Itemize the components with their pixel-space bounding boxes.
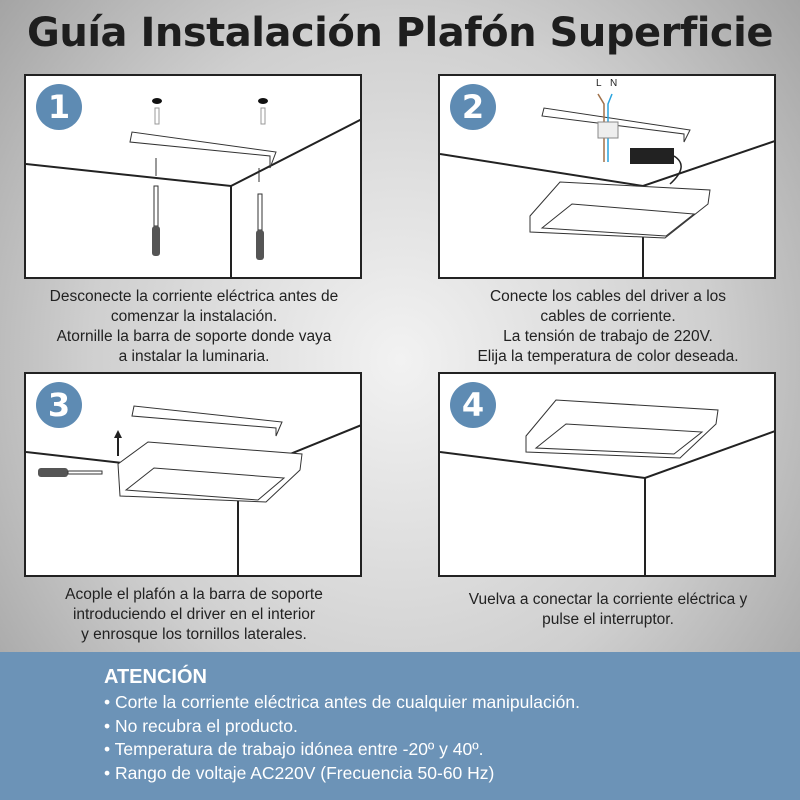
step-1-illustration: 1 <box>24 74 362 279</box>
caption-line: Atornille la barra de soporte donde vaya <box>56 328 332 345</box>
step-3-illustration: 3 <box>24 372 362 577</box>
wiring-drawing <box>440 93 774 277</box>
attention-item: • Rango de voltaje AC220V (Frecuencia 50… <box>104 762 495 783</box>
caption-line: Vuelva a conectar la corriente eléctrica… <box>468 591 748 608</box>
mounting-drawing <box>26 405 360 575</box>
caption-line: La tensión de trabajo de 220V. <box>503 328 713 345</box>
step-number: 1 <box>36 84 82 130</box>
caption-line: Conecte los cables del driver a los <box>489 288 727 305</box>
caption-line: Elija la temperatura de color deseada. <box>477 348 739 365</box>
page-title: Guía Instalación Plafón Superficie <box>27 10 773 56</box>
attention-item: • Corte la corriente eléctrica antes de … <box>104 692 580 712</box>
caption-line: Acople el plafón a la barra de soporte <box>65 586 323 603</box>
attention-heading: ATENCIÓN <box>104 666 207 688</box>
caption-line: pulse el interruptor. <box>542 611 674 628</box>
caption-line: y enrosque los tornillos laterales. <box>81 626 307 643</box>
attention-item: • No recubra el producto. <box>104 715 298 736</box>
caption-line: introduciendo el driver en el interior <box>72 606 316 623</box>
wire-label-n: N <box>610 78 618 89</box>
step-2-caption: Conecte los cables del driver a los cabl… <box>418 287 798 367</box>
step-number: 3 <box>36 382 82 428</box>
step-2-illustration: 2 L N <box>438 74 776 279</box>
installed-lamp-drawing <box>440 399 774 575</box>
step-number: 4 <box>450 382 496 428</box>
step-3-caption: Acople el plafón a la barra de soporte i… <box>4 585 384 645</box>
step-4-caption: Vuelva a conectar la corriente eléctrica… <box>418 590 798 630</box>
caption-line: Desconecte la corriente eléctrica antes … <box>49 288 339 305</box>
wire-label-l: L <box>596 78 602 89</box>
caption-line: a instalar la luminaria. <box>118 348 270 365</box>
step-4-illustration: 4 <box>438 372 776 577</box>
ceiling-screwdriver-drawing <box>26 98 360 277</box>
caption-line: comenzar la instalación. <box>110 308 278 325</box>
caption-line: cables de corriente. <box>540 308 676 325</box>
step-number: 2 <box>450 84 496 130</box>
attention-panel: ATENCIÓN • Corte la corriente eléctrica … <box>0 652 800 800</box>
attention-item: • Temperatura de trabajo idónea entre -2… <box>104 739 484 759</box>
step-1-caption: Desconecte la corriente eléctrica antes … <box>4 287 384 367</box>
